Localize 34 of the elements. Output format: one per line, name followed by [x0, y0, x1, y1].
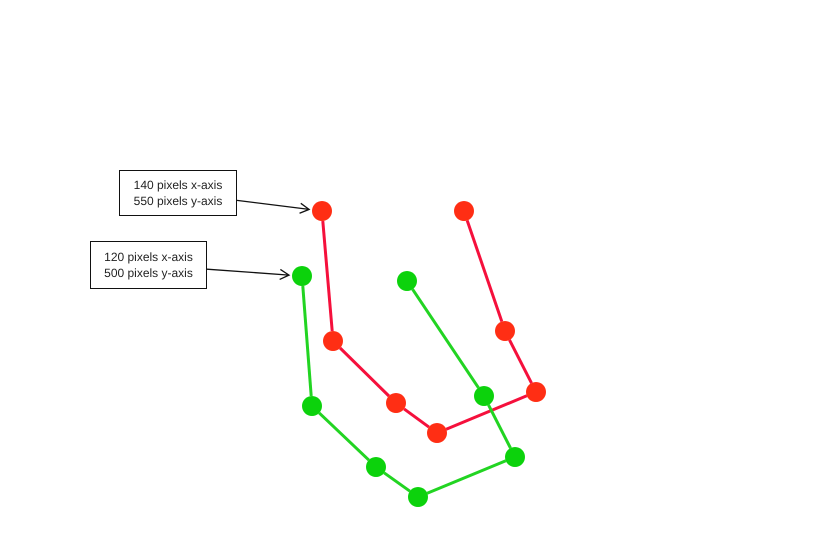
connector-line	[403, 408, 430, 428]
keypoint-dot	[397, 271, 417, 291]
connector-line	[487, 404, 512, 449]
connector-line	[508, 339, 533, 384]
keypoint-dot	[312, 201, 332, 221]
connector-line	[426, 459, 506, 495]
keypoint-dot	[474, 386, 494, 406]
callout-box	[119, 170, 237, 216]
keypoint-dot	[495, 321, 515, 341]
keypoint-dot	[454, 201, 474, 221]
keypoint-dot	[292, 266, 312, 286]
keypoint-dot	[427, 423, 447, 443]
arrow	[206, 268, 290, 280]
coordinate-text: 140 pixels x-axis	[134, 177, 222, 193]
connector-line	[411, 288, 480, 389]
keypoint-dot	[366, 457, 386, 477]
coordinate-text: 120 pixels x-axis	[104, 249, 193, 265]
keypoint-dot	[323, 331, 343, 351]
connector-line	[318, 412, 370, 462]
coordinate-text: 500 pixels y-axis	[104, 265, 193, 281]
arrow	[236, 200, 310, 214]
keypoint-dot	[526, 382, 546, 402]
keypoint-dot	[386, 393, 406, 413]
connector-line	[339, 346, 390, 398]
coordinate-text: 550 pixels y-axis	[134, 193, 222, 209]
connector-line	[446, 394, 528, 431]
connector-line	[321, 220, 334, 332]
keypoint-dot	[408, 487, 428, 507]
keypoint-dot	[302, 396, 322, 416]
callout-box	[90, 241, 207, 289]
connector-line	[383, 472, 411, 492]
connector-line	[301, 286, 313, 396]
keypoint-dot	[505, 447, 525, 467]
connector-line	[466, 220, 504, 322]
